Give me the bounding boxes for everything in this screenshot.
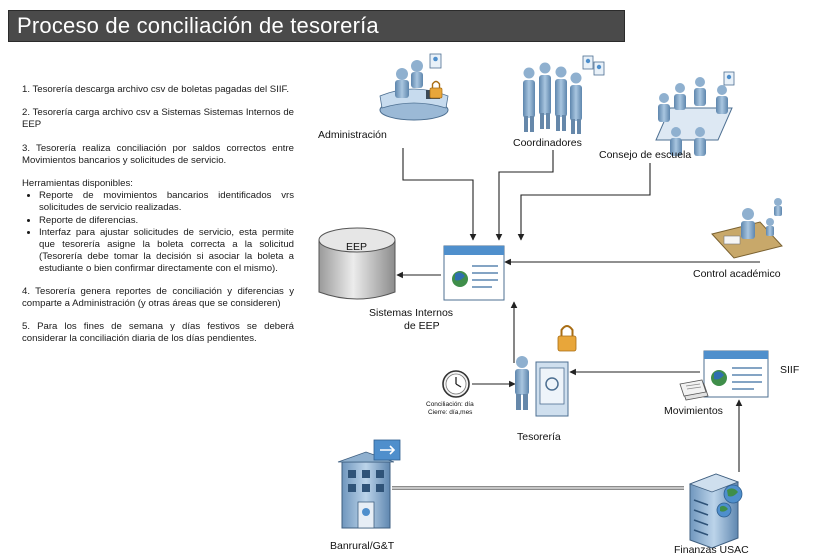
step-4: 4. Tesorería genera reportes de concilia… [22, 285, 294, 309]
label-consejo-de-escuela: Consejo de escuela [599, 149, 692, 161]
title-bar: Proceso de conciliación de tesorería [8, 10, 625, 42]
people-group-icon [523, 55, 605, 134]
padlock-icon [557, 325, 577, 352]
label-conciliacion: Conciliación: día [426, 401, 474, 408]
label-sistemas-line1: Sistemas Internos [369, 307, 454, 319]
label-coordinadores: Coordinadores [513, 137, 582, 149]
step-1: 1. Tesorería descarga archivo csv de bol… [22, 84, 290, 95]
label-finanzas-usac: Finanzas USAC [674, 544, 749, 556]
label-cierre: Cierre: día,mes [428, 409, 473, 416]
step-3: 3. Tesorería realiza conciliación por sa… [22, 142, 294, 166]
label-tesoreria: Tesorería [517, 431, 561, 443]
user-card-icon [429, 53, 442, 69]
label-administracion: Administración [318, 129, 387, 141]
document-stack-icon [679, 379, 709, 401]
app-window-icon [703, 350, 769, 398]
label-eep: EEP [346, 241, 368, 253]
tools-list: Reporte de movimientos bancarios identif… [22, 190, 294, 275]
label-sistemas-line2: de EEP [404, 320, 440, 332]
cashier-icon [515, 356, 569, 417]
database-icon [318, 227, 396, 300]
step-5: 5. Para los fines de semana y días festi… [22, 321, 294, 345]
label-siif: SIIF [780, 364, 800, 376]
page-title: Proceso de conciliación de tesorería [17, 13, 379, 38]
steps-panel: 1. Tesorería descarga archivo csv de bol… [22, 84, 294, 356]
tool-item: Reporte de movimientos bancarios identif… [39, 190, 294, 214]
label-movimientos: Movimientos [664, 405, 723, 417]
tool-item: Reporte de diferencias. [39, 215, 294, 227]
tool-item: Interfaz para ajustar solicitudes de ser… [39, 227, 294, 276]
server-globe-icon [688, 473, 743, 549]
clock-icon [442, 370, 470, 398]
step-2: 2. Tesorería carga archivo csv a Sistema… [22, 107, 294, 131]
teacher-desk-icon [711, 198, 783, 259]
label-control-academico: Control académico [693, 268, 781, 280]
app-window-icon [443, 245, 505, 301]
padlock-icon [429, 80, 443, 99]
tools-heading: Herramientas disponibles: [22, 178, 133, 190]
meeting-table-icon [655, 71, 735, 156]
label-banrural: Banrural/G&T [330, 540, 395, 552]
bank-building-icon [337, 439, 401, 529]
